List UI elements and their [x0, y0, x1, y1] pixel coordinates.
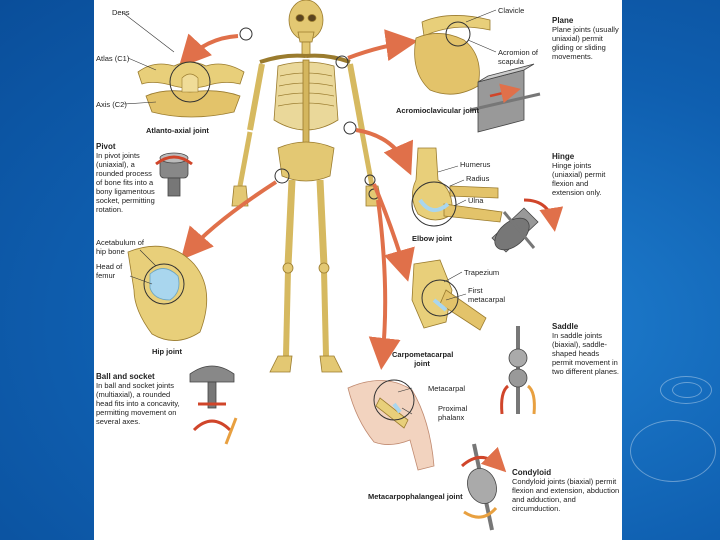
hinge-text: Hinge Hinge joints (uniaxial) permit fle…: [552, 152, 618, 197]
hinge-description: Hinge joints (uniaxial) permit flexion a…: [552, 161, 605, 197]
label-radius: Radius: [466, 174, 489, 183]
ball-and-socket-text: Ball and socket In ball and socket joint…: [96, 372, 180, 426]
water-ripple: [630, 420, 716, 482]
ball-and-socket-model: [190, 366, 236, 444]
caption-elbow: Elbow joint: [412, 234, 452, 243]
plane-title: Plane: [552, 16, 622, 25]
ball-and-socket-description: In ball and socket joints (multiaxial), …: [96, 381, 180, 426]
condyloid-description: Condyloid joints (biaxial) permit flexio…: [512, 477, 619, 513]
plane-description: Plane joints (usually uniaxial) permit g…: [552, 25, 619, 61]
condyloid-title: Condyloid: [512, 468, 620, 477]
ball-and-socket-title: Ball and socket: [96, 372, 180, 381]
saddle-model: [502, 326, 535, 414]
anatomy-figure: Dens Atlas (C1) Axis (C2) Atlanto-axial …: [94, 0, 622, 540]
caption-hip: Hip joint: [152, 347, 182, 356]
hinge-model: [489, 200, 554, 256]
label-ulna: Ulna: [468, 196, 483, 205]
saddle-description: In saddle joints (biaxial), saddle-shape…: [552, 331, 619, 376]
hip-joint-illustration: [128, 246, 207, 340]
label-head-of-femur: Head of femur: [96, 262, 132, 280]
atlanto-axial-illustration: [122, 12, 244, 117]
label-acetabulum: Acetabulum of hip bone: [96, 238, 152, 256]
caption-carpometacarpal: Carpometacarpal joint: [392, 350, 452, 368]
hinge-title: Hinge: [552, 152, 618, 161]
caption-metacarpophalangeal: Metacarpophalangeal joint: [368, 492, 468, 501]
label-acromion: Acromion of scapula: [498, 48, 546, 66]
plane-model: [470, 64, 540, 132]
plane-text: Plane Plane joints (usually uniaxial) pe…: [552, 16, 622, 61]
label-atlas: Atlas (C1): [96, 54, 129, 63]
saddle-title: Saddle: [552, 322, 620, 331]
label-proximal-phalanx: Proximal phalanx: [438, 404, 478, 422]
pivot-description: In pivot joints (uniaxial), a rounded pr…: [96, 151, 155, 214]
joint-illustrations: [94, 0, 622, 540]
label-clavicle: Clavicle: [498, 6, 524, 15]
pivot-model: [156, 153, 192, 196]
condyloid-text: Condyloid Condyloid joints (biaxial) per…: [512, 468, 620, 513]
condyloid-model: [462, 444, 502, 530]
water-ripple: [672, 382, 702, 398]
label-trapezium: Trapezium: [464, 268, 499, 277]
label-first-metacarpal: First metacarpal: [468, 286, 512, 304]
pivot-text: Pivot In pivot joints (uniaxial), a roun…: [96, 142, 156, 214]
metacarpophalangeal-illustration: [348, 380, 434, 470]
label-metacarpal: Metacarpal: [428, 384, 465, 393]
caption-atlanto-axial: Atlanto-axial joint: [146, 126, 209, 135]
label-dens: Dens: [112, 8, 130, 17]
label-axis: Axis (C2): [96, 100, 127, 109]
caption-acromioclavicular: Acromioclavicular joint: [396, 106, 480, 115]
saddle-text: Saddle In saddle joints (biaxial), saddl…: [552, 322, 620, 376]
pivot-title: Pivot: [96, 142, 156, 151]
label-humerus: Humerus: [460, 160, 490, 169]
